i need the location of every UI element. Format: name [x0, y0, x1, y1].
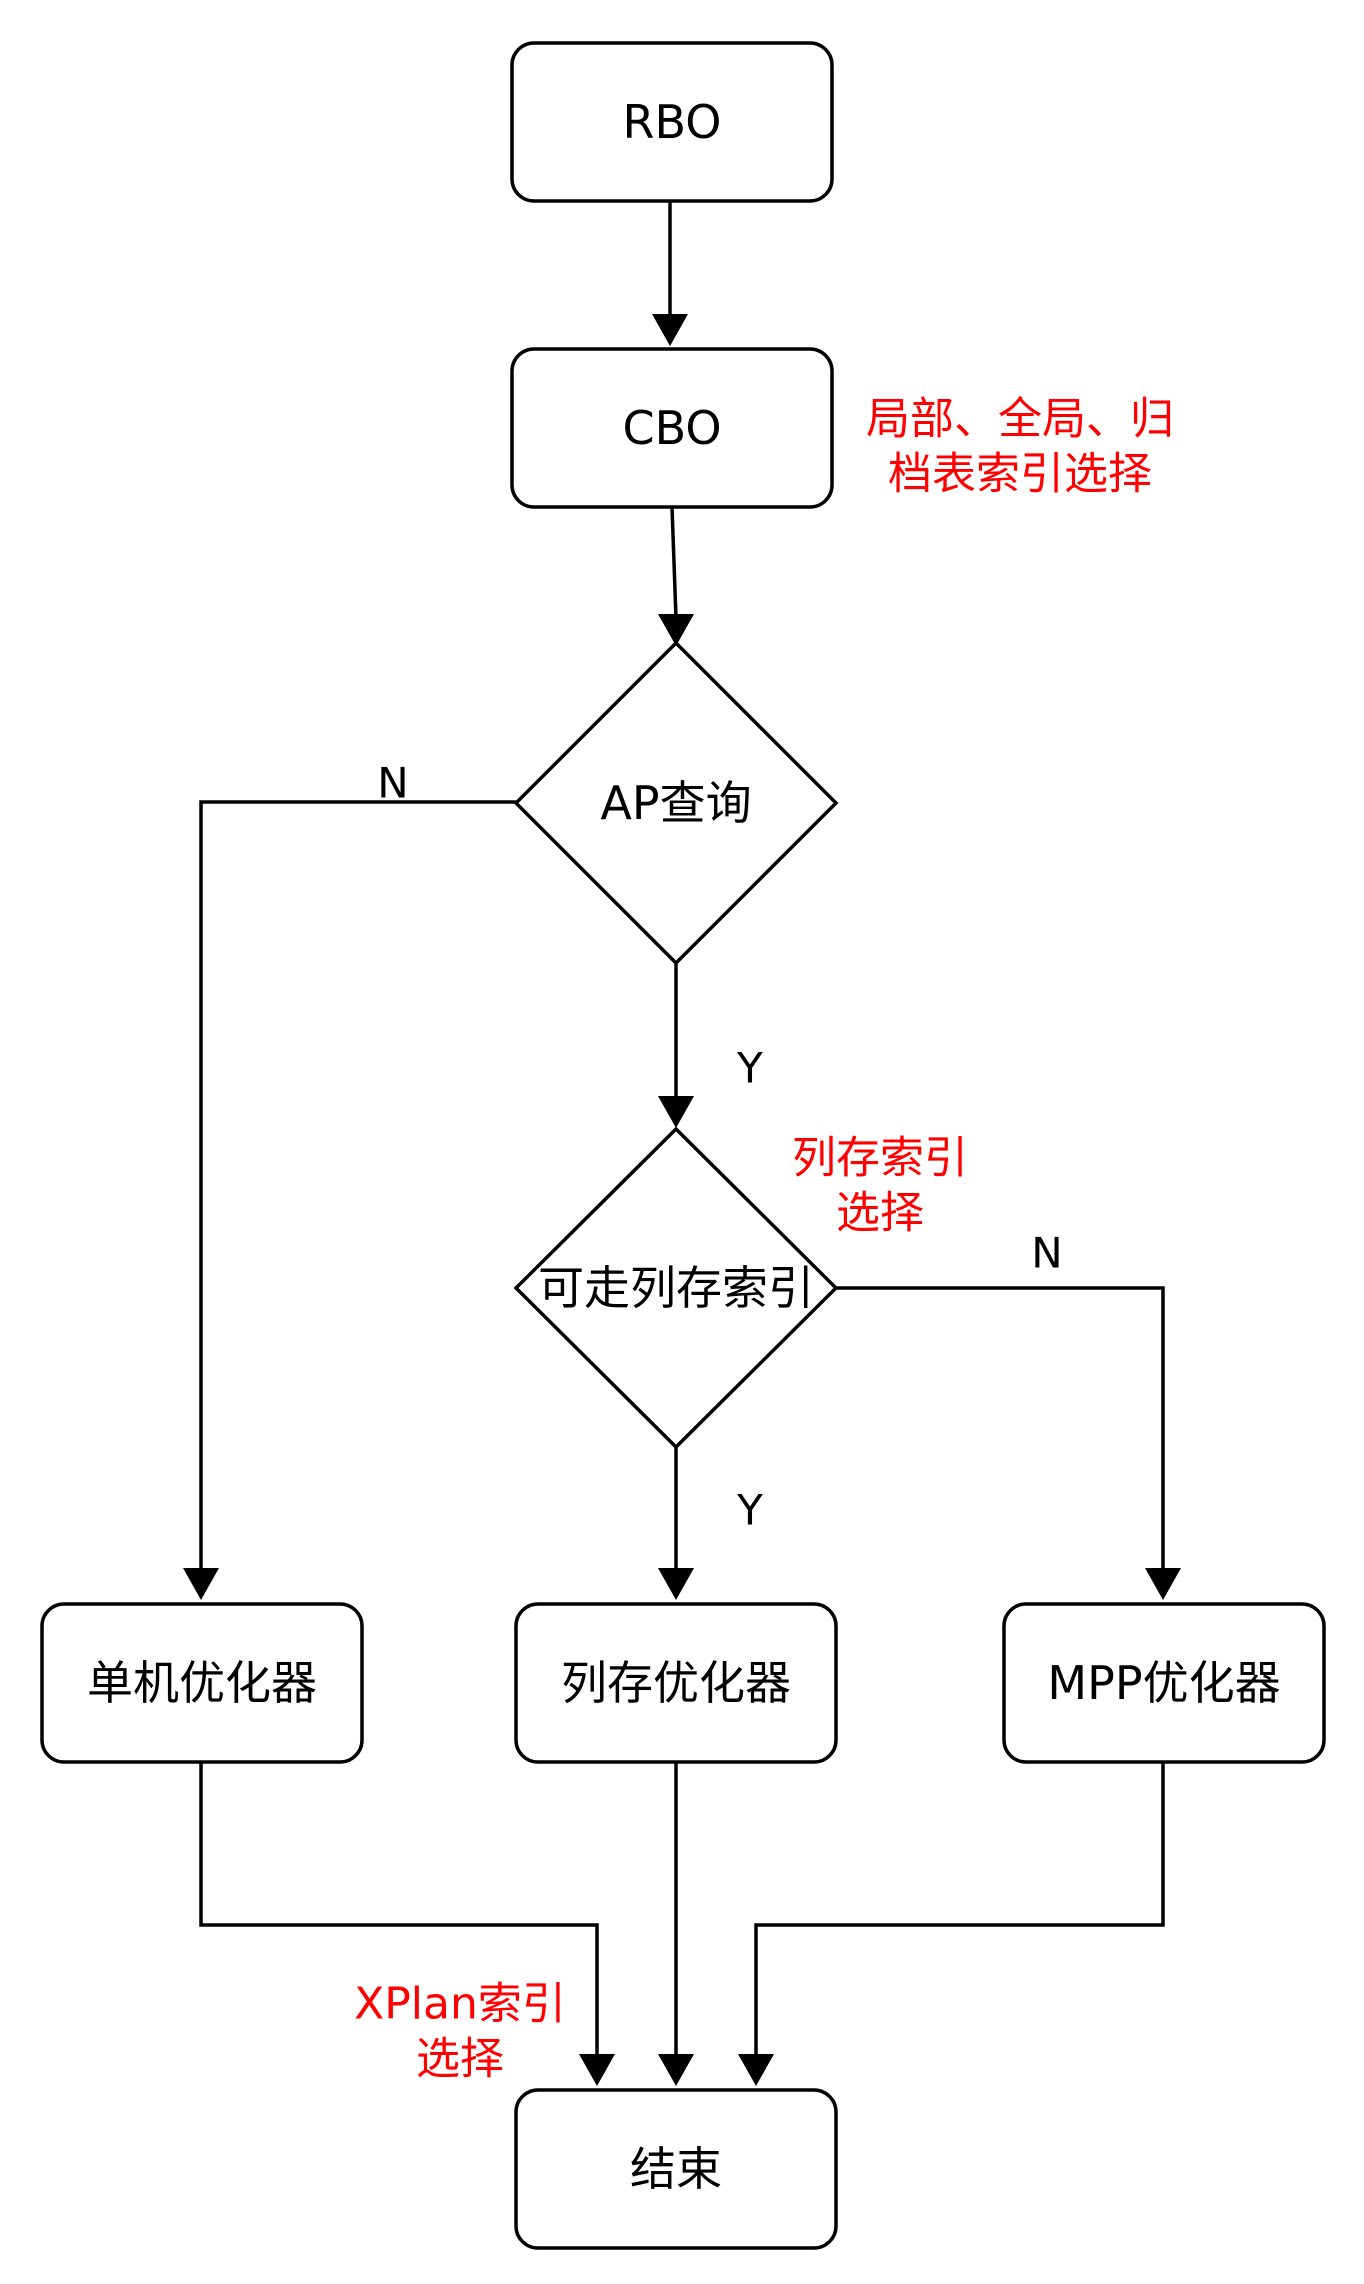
note-cbo-line1: 局部、全局、归	[866, 394, 1174, 445]
node-rbo	[510, 41, 834, 203]
edge-columnar-mpp	[836, 1286, 1165, 1572]
node-columnar-index-label: 可走列存索引	[538, 1261, 814, 1315]
node-columnar-optimizer-label: 列存优化器	[561, 1656, 791, 1710]
node-ap-query-label: AP查询	[600, 776, 751, 830]
edge-label-col-no: N	[1031, 1229, 1062, 1278]
node-columnar-index	[513, 1126, 839, 1450]
note-cbo-line2: 档表索引选择	[888, 449, 1152, 500]
note-col-line2: 选择	[836, 1188, 924, 1239]
node-cbo	[510, 347, 834, 509]
arrowhead	[183, 1568, 219, 1600]
note-xplan-line2: 选择	[416, 2034, 504, 2085]
edge-single-end	[199, 1762, 599, 2058]
edge-cbo-ap	[670, 506, 678, 619]
node-ap-query	[513, 640, 839, 966]
edge-label-ap-no: N	[377, 759, 408, 808]
node-end-label: 结束	[630, 2142, 722, 2196]
arrowhead	[738, 2054, 774, 2086]
note-col-line1: 列存索引	[792, 1133, 968, 1184]
note-xplan-line1: XPlan索引	[354, 1979, 566, 2030]
arrowhead	[1145, 1568, 1181, 1600]
edge-ap-single	[199, 800, 516, 1572]
node-end	[514, 2088, 838, 2250]
arrowhead	[579, 2054, 615, 2086]
node-cbo-label: CBO	[622, 401, 721, 455]
node-mpp-optimizer-label: MPP优化器	[1047, 1656, 1280, 1710]
node-single-optimizer-label: 单机优化器	[87, 1656, 317, 1710]
node-single-optimizer	[40, 1602, 364, 1764]
arrowhead	[658, 1568, 694, 1600]
node-mpp-optimizer	[1002, 1602, 1326, 1764]
arrowhead	[658, 614, 694, 646]
edge-mpp-end	[754, 1762, 1165, 2058]
node-columnar-optimizer	[514, 1602, 838, 1764]
edge-label-col-yes: Y	[736, 1486, 763, 1535]
edge-label-ap-yes: Y	[736, 1044, 763, 1093]
node-rbo-label: RBO	[623, 95, 722, 149]
arrowhead	[658, 1096, 694, 1128]
arrowhead	[658, 2054, 694, 2086]
arrowhead	[652, 314, 688, 346]
